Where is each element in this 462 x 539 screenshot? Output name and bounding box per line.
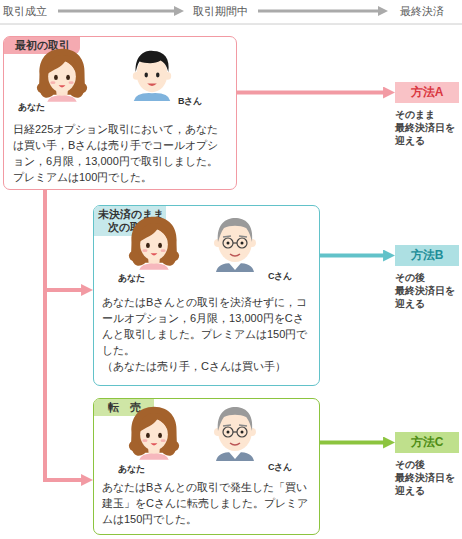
person-illustration	[214, 407, 256, 461]
panel-heading: 最初の取引	[4, 37, 80, 54]
panel-body: （あなたは売り手，Cさんは買い手）	[102, 358, 311, 374]
method-name: 方法B	[395, 245, 459, 266]
panel-box: 転 売あなたはBさんとの取引で発生した「買い建玉」をCさんに転売しました。プレミ…	[93, 398, 320, 535]
phase-arrow-head	[174, 6, 184, 16]
person-illustration	[214, 218, 256, 272]
panel-heading: 未決済のまま 次の取引	[94, 206, 166, 236]
panel-heading: 転 売	[94, 399, 154, 416]
method-box: 方法Aそのまま 最終決済日を 迎える	[395, 82, 459, 103]
phase-label: 取引期間中	[193, 4, 248, 18]
header-rule	[0, 24, 462, 25]
phase-label: 最終決済	[400, 4, 444, 18]
method-name: 方法C	[395, 432, 459, 453]
method-note: その後 最終決済日を 迎える	[395, 458, 462, 497]
flow-arrow	[45, 190, 85, 290]
person-illustration	[129, 217, 179, 270]
panel-body: あなたはBさんとの取引で発生した「買い建玉」をCさんに転売しました。プレミアムは…	[102, 479, 311, 527]
person-name: あなた	[118, 272, 145, 285]
method-box: 方法Cその後 最終決済日を 迎える	[395, 432, 459, 453]
person-name: Cさん	[268, 270, 293, 283]
panel-body: あなたはBさんとの取引を決済せずに，コールオプション，6月限，13,000円をC…	[102, 294, 311, 358]
person-name: Bさん	[178, 95, 203, 108]
panel-body: 日経225オプション取引において，あなたは買い手，Bさんは売り手でコールオプショ…	[13, 121, 228, 185]
method-note: そのまま 最終決済日を 迎える	[395, 108, 462, 147]
flow-arrow	[320, 441, 387, 445]
method-note: その後 最終決済日を 迎える	[395, 271, 462, 310]
person-name: Cさん	[268, 461, 293, 474]
phase-arrow	[258, 10, 380, 13]
person-illustration	[129, 407, 179, 460]
flow-arrow	[320, 254, 387, 258]
panel-box: 未決済のまま 次の取引あなたはBさんとの取引を決済せずに，コールオプション，6月…	[93, 205, 320, 386]
phase-label: 取引成立	[3, 4, 47, 18]
person-illustration	[37, 49, 87, 102]
method-name: 方法A	[395, 82, 459, 103]
person-illustration	[133, 51, 171, 101]
flow-arrow	[45, 190, 85, 480]
phase-arrow	[58, 10, 176, 13]
person-name: あなた	[118, 463, 145, 476]
method-box: 方法Bその後 最終決済日を 迎える	[395, 245, 459, 266]
person-name: あなた	[18, 101, 45, 114]
flow-arrow	[237, 91, 387, 95]
panel-box: 最初の取引日経225オプション取引において，あなたは買い手，Bさんは売り手でコー…	[3, 36, 237, 190]
phase-arrow-head	[378, 6, 388, 16]
